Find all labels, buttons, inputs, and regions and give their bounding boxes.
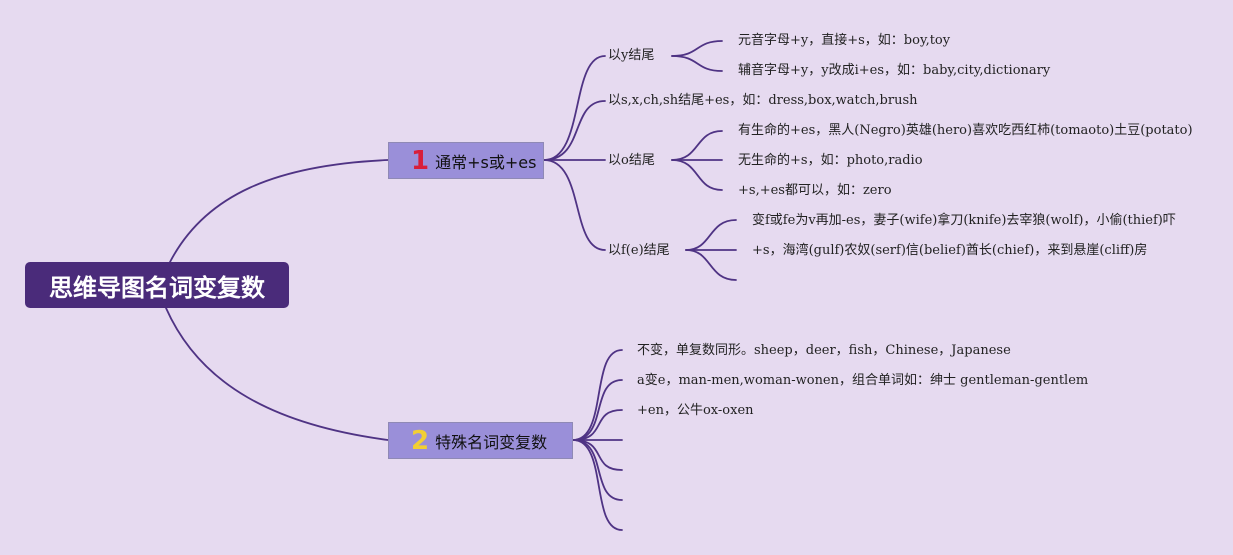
branch-number-badge: 2	[411, 425, 430, 456]
root-node[interactable]: 思维导图名词变复数	[25, 262, 289, 308]
leaf-consonant-y[interactable]: 辅音字母+y，y改成i+es，如：baby,city,dictionary	[738, 63, 1051, 78]
leaf-o-nonliving[interactable]: 无生命的+s，如：photo,radio	[738, 153, 923, 168]
link-o-1	[671, 130, 723, 161]
leaf-vowel-y[interactable]: 元音字母+y，直接+s，如：boy,toy	[738, 33, 951, 48]
node-ends-with-f-fe[interactable]: 以f(e)结尾	[608, 243, 670, 258]
branch-title: 特殊名词变复数	[435, 432, 548, 452]
link-root-branch2	[165, 307, 389, 441]
root-title: 思维导图名词变复数	[49, 273, 265, 302]
link-y-1	[671, 40, 723, 57]
node-ends-with-s-x-ch-sh[interactable]: 以s,x,ch,sh结尾+es，如：dress,box,watch,brush	[608, 93, 918, 108]
link-o-3	[671, 159, 723, 191]
link-b2-7	[572, 439, 623, 531]
leaf-unchanged[interactable]: 不变，单复数同形。sheep，deer，fish，Chinese，Japanes…	[637, 343, 1011, 358]
branch-title: 通常+s或+es	[435, 152, 537, 172]
branch-regular-plural[interactable]: 1 通常+s或+es	[388, 142, 544, 179]
link-b2-3	[572, 409, 623, 441]
leaf-o-both[interactable]: +s,+es都可以，如：zero	[738, 183, 892, 198]
link-b2-1	[572, 349, 623, 441]
link-b1-sx	[543, 100, 606, 161]
node-ends-with-o[interactable]: 以o结尾	[608, 153, 655, 168]
link-y-2	[671, 55, 723, 72]
leaf-plus-en[interactable]: +en，公牛ox-oxen	[637, 403, 754, 418]
leaf-f-to-v[interactable]: 变f或fe为v再加-es，妻子(wife)拿刀(knife)去宰狼(wolf)，…	[752, 213, 1176, 228]
leaf-o-living[interactable]: 有生命的+es，黑人(Negro)英雄(hero)喜欢吃西红柿(tomaoto)…	[738, 123, 1193, 138]
branch-special-plural[interactable]: 2 特殊名词变复数	[388, 422, 573, 459]
link-root-branch1	[169, 159, 389, 263]
node-ends-with-y[interactable]: 以y结尾	[608, 48, 655, 63]
link-b2-2	[572, 379, 623, 441]
link-f-1	[685, 219, 737, 251]
leaf-f-plus-s[interactable]: +s，海湾(gulf)农奴(serf)信(belief)酋长(chief)，来到…	[752, 243, 1148, 258]
branch-number-badge: 1	[411, 145, 430, 176]
link-b1-f	[543, 159, 606, 251]
leaf-a-to-e[interactable]: a变e，man-men,woman-wonen，组合单词如：绅士 gentlem…	[637, 373, 1089, 388]
link-f-3	[685, 249, 737, 281]
link-b1-y	[543, 55, 606, 161]
